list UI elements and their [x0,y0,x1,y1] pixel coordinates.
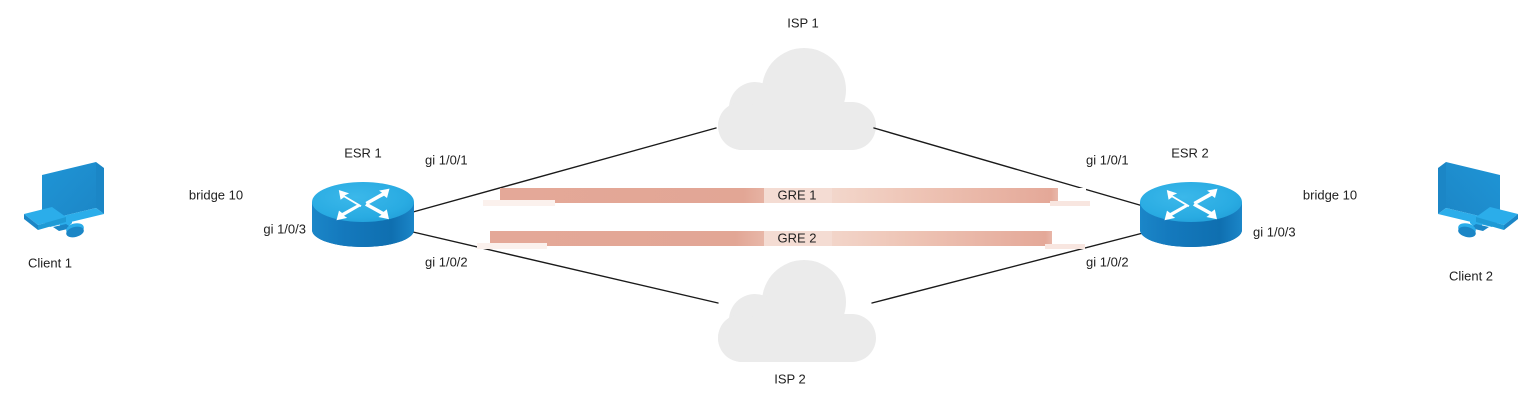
iface-esr2-gi1-0-1-label: gi 1/0/1 [1086,152,1129,167]
gre-tunnel-2-right-cap [1045,244,1085,249]
link-esr1-to-isp2 [412,231,719,304]
client2-group[interactable]: Client 2 [1438,162,1518,283]
gre-tunnel-1-right-notch [1058,188,1086,203]
esr2-label: ESR 2 [1171,145,1209,160]
gre-tunnel-2-label: GRE 2 [777,230,816,245]
link-client1-to-esr1-group: bridge 10 gi 1/0/3 [112,187,315,236]
link-esr2-to-client2-group: bridge 10 gi 1/0/3 [1243,187,1422,239]
isp2-label: ISP 2 [774,371,806,386]
iface-esr1-gi1-0-2-label: gi 1/0/2 [425,254,468,269]
desktop-computer-icon [24,162,104,240]
isp1-label: ISP 1 [787,15,819,30]
iface-esr1-gi1-0-1-label: gi 1/0/1 [425,152,468,167]
link-client1-bridge-label: bridge 10 [189,187,243,202]
link-esr1-to-isp1 [412,127,717,213]
gre-tunnel-2-label-plate [764,231,832,246]
gre-tunnel-1-group[interactable]: GRE 1 [483,187,1090,206]
link-isp2-to-esr2 [871,232,1144,304]
gre-tunnel-2-right-notch [1052,231,1080,246]
isp2-cloud-group[interactable]: ISP 2 [718,260,876,386]
cloud-icon [718,48,876,150]
client1-label: Client 1 [28,255,72,270]
iface-esr2-gi1-0-2-label: gi 1/0/2 [1086,254,1129,269]
gre-tunnel-1-right-cap [1050,201,1090,206]
gre-tunnel-1-left-cap [483,200,555,206]
cloud-icon [718,260,876,362]
gre-tunnel-1-label-plate [764,188,832,203]
link-client2-iface-label: gi 1/0/3 [1253,224,1296,239]
gre-tunnel-2-left-cap [477,243,547,249]
esr1-label: ESR 1 [344,145,382,160]
link-client2-bridge-label: bridge 10 [1303,187,1357,202]
esr2-router-group[interactable]: ESR 2 [1140,145,1242,247]
esr1-router-group[interactable]: ESR 1 [312,145,414,247]
client1-group[interactable]: Client 1 [24,162,104,270]
router-icon [1140,182,1242,247]
link-client1-iface-label: gi 1/0/3 [263,221,306,236]
router-icon [312,182,414,247]
gre-tunnel-2-group[interactable]: GRE 2 [477,230,1085,249]
link-isp1-to-esr2 [873,127,1144,207]
desktop-computer-icon [1438,162,1518,240]
isp1-cloud-group[interactable]: ISP 1 [718,15,876,150]
gre-tunnel-1-label: GRE 1 [777,187,816,202]
client2-label: Client 2 [1449,268,1493,283]
